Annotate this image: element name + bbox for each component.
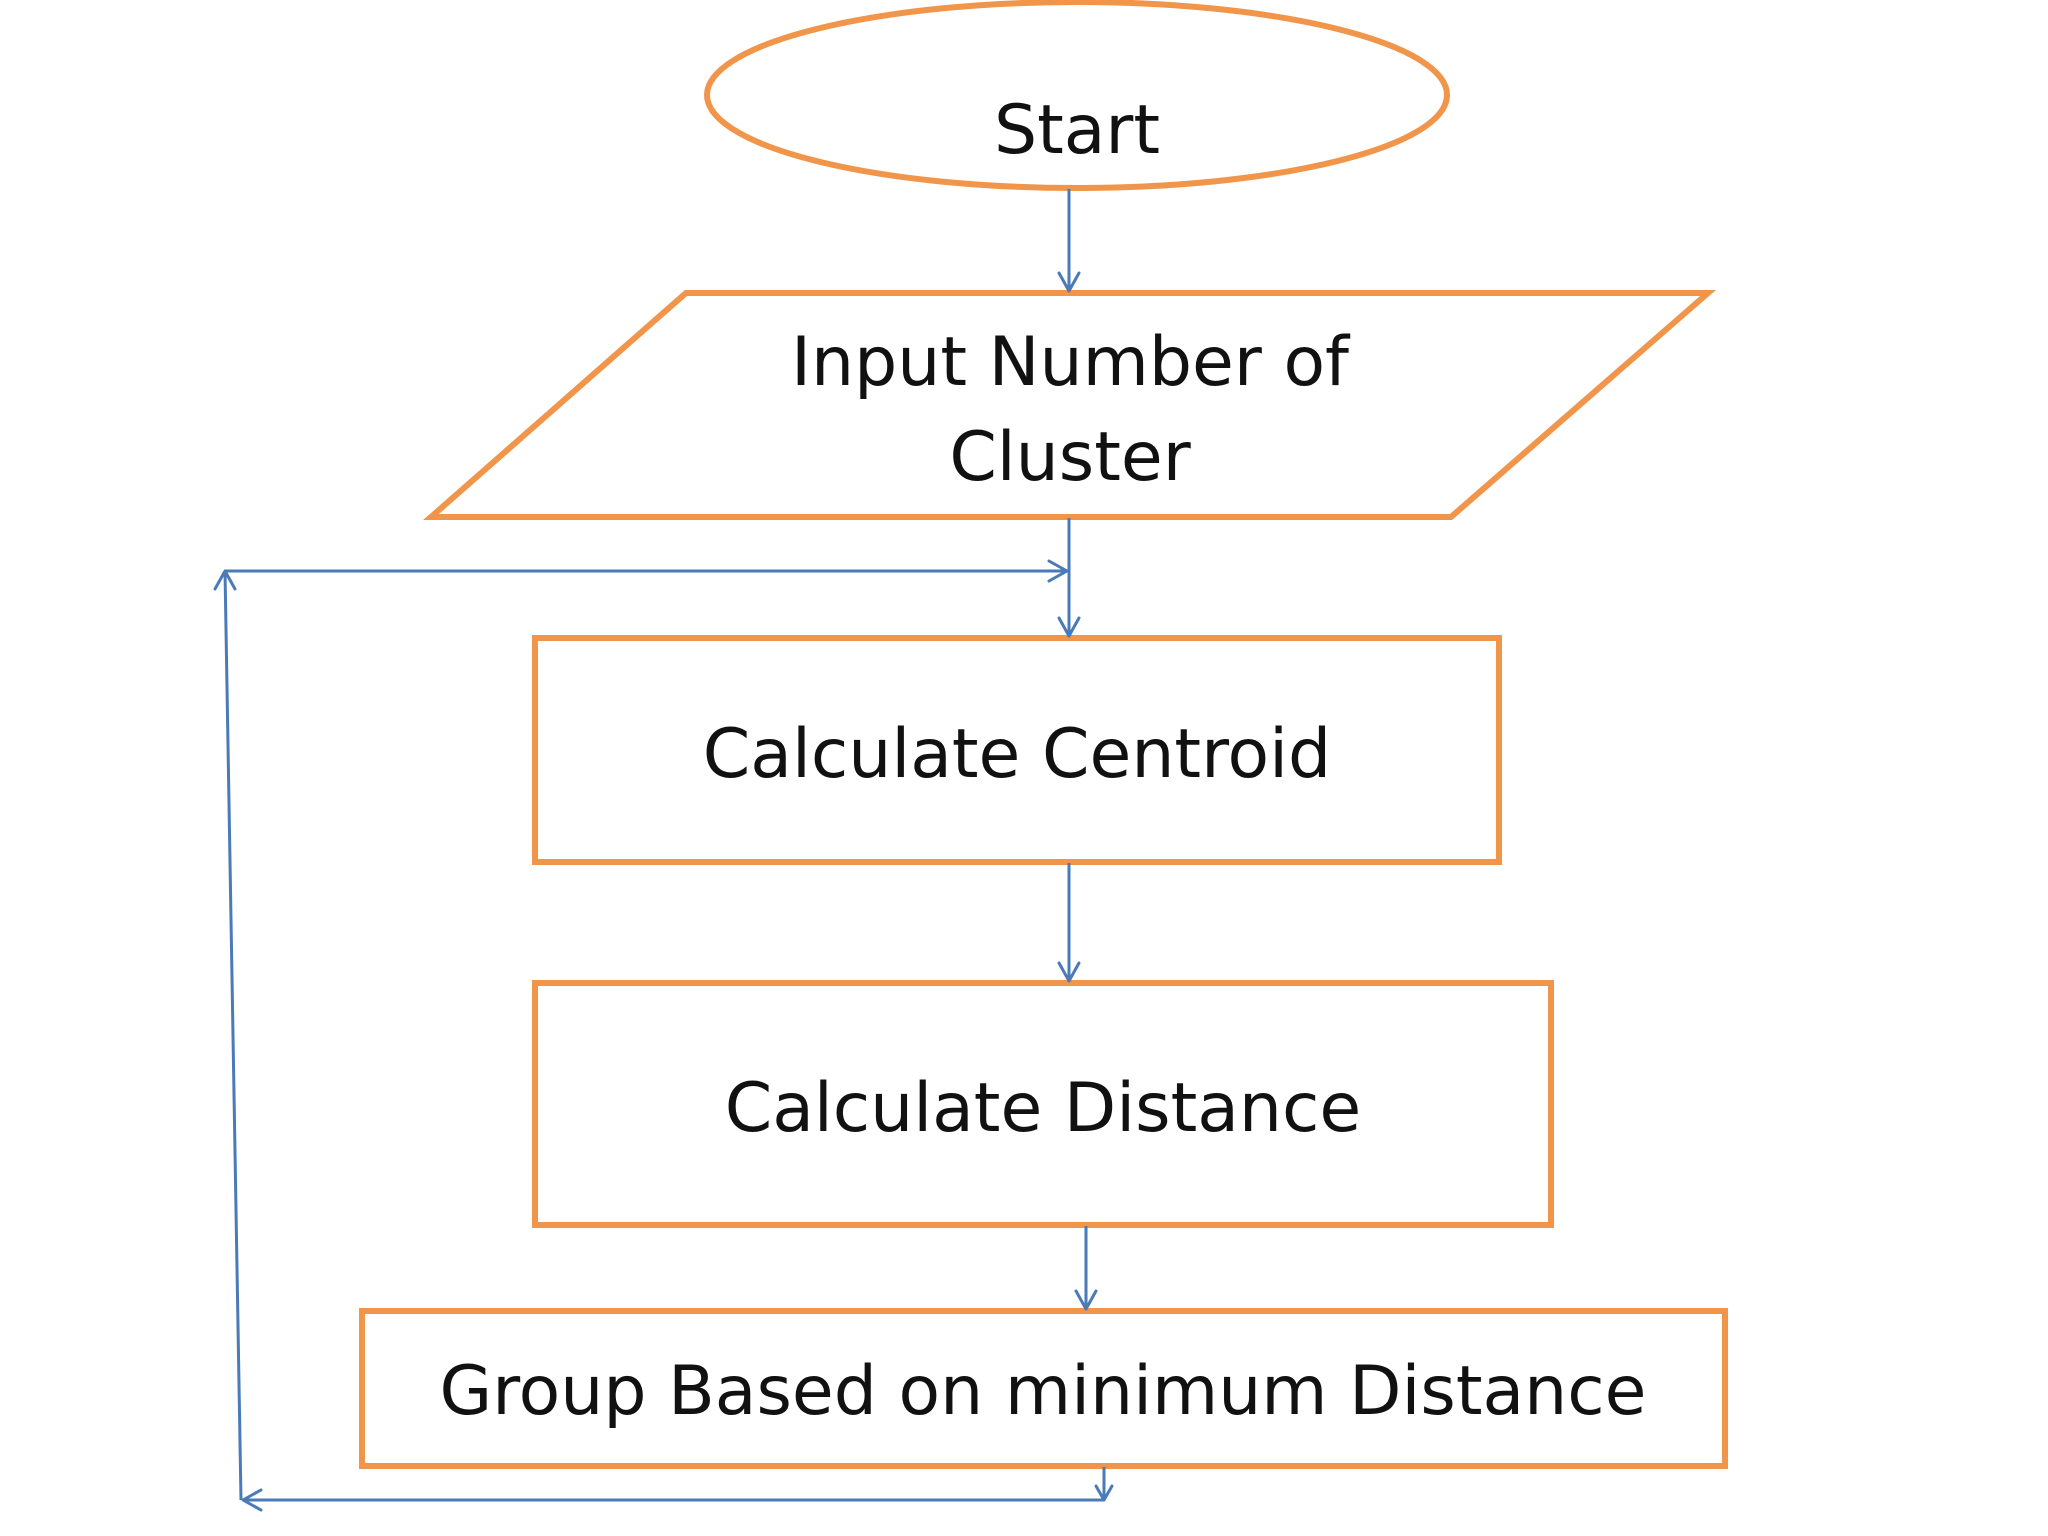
start-ellipse xyxy=(704,0,1450,191)
group-rect xyxy=(359,1308,1728,1469)
distance-node[interactable]: Calculate Distance xyxy=(532,980,1554,1228)
distance-rect xyxy=(532,980,1554,1228)
centroid-label: Calculate Centroid xyxy=(703,715,1331,794)
input-label-line2: Cluster xyxy=(949,418,1190,497)
group-node[interactable]: Group Based on minimum Distance xyxy=(359,1308,1728,1469)
arrowhead-down xyxy=(1057,961,1081,983)
centroid-rect xyxy=(532,635,1502,865)
connector-input-to-centroid xyxy=(1057,518,1081,638)
group-label: Group Based on minimum Distance xyxy=(440,1352,1647,1431)
distance-label: Calculate Distance xyxy=(725,1069,1362,1148)
connector-centroid-to-distance xyxy=(1057,863,1081,983)
arrowhead-right xyxy=(1047,559,1069,583)
arrowhead-down xyxy=(1057,271,1081,293)
input-parallelogram xyxy=(423,290,1717,520)
arrowhead-left xyxy=(241,1488,263,1512)
connector-distance-to-group xyxy=(1074,1226,1098,1311)
centroid-node[interactable]: Calculate Centroid xyxy=(532,635,1502,865)
start-node[interactable]: Start xyxy=(704,0,1450,191)
arrowhead-down xyxy=(1074,1289,1098,1311)
start-label: Start xyxy=(994,91,1160,170)
input-label-line1: Input Number of xyxy=(791,323,1351,402)
input-node[interactable]: Input Number of Cluster xyxy=(423,290,1717,520)
connector-start-to-input xyxy=(1057,189,1081,293)
arrowhead-down xyxy=(1057,616,1081,638)
loop-left-line xyxy=(223,570,243,1501)
loop-back-connector xyxy=(213,559,1114,1512)
